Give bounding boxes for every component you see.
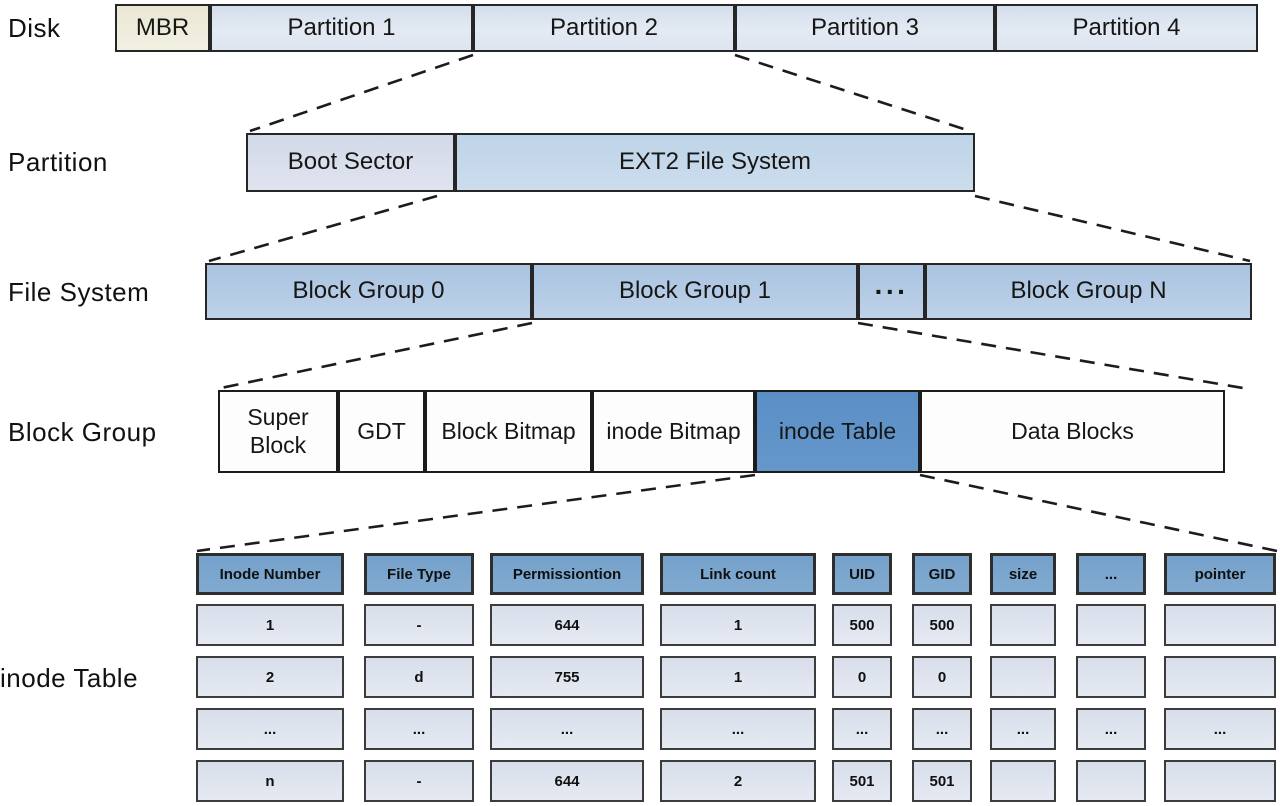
row-label-inode-table: inode Table [0, 663, 139, 693]
inode-col-header-size: size [990, 553, 1056, 595]
inode-col-header-pointer: pointer [1164, 553, 1276, 595]
connector-partition2-left [249, 53, 474, 133]
blockgroup-segment-inode-table: inode Table [755, 390, 920, 473]
row-label-disk: Disk [8, 13, 61, 43]
inode-col-header-ellipsis: ... [1076, 553, 1146, 595]
inode-col-header-inode-number: Inode Number [196, 553, 344, 595]
disk-segment-partition1: Partition 1 [210, 4, 473, 52]
blockgroup-segment-inode-bitmap: inode Bitmap [592, 390, 755, 473]
inode-cell [1164, 760, 1276, 802]
filesystem-segment-block-group-0: Block Group 0 [205, 263, 532, 320]
partition-segment-ext2: EXT2 File System [455, 133, 975, 192]
inode-col-header-file-type: File Type [364, 553, 474, 595]
disk-segment-mbr: MBR [115, 4, 210, 52]
inode-cell: ... [990, 708, 1056, 750]
inode-cell: ... [832, 708, 892, 750]
inode-cell [1164, 656, 1276, 698]
inode-cell: 500 [832, 604, 892, 646]
connector-ext2-right [974, 194, 1251, 263]
inode-cell: ... [196, 708, 344, 750]
inode-col-header-gid: GID [912, 553, 972, 595]
connector-ext2-left [208, 194, 438, 263]
inode-cell: ... [660, 708, 816, 750]
partition-segment-boot-sector: Boot Sector [246, 133, 455, 192]
inode-cell [990, 604, 1056, 646]
inode-cell: - [364, 760, 474, 802]
inode-cell: ... [490, 708, 644, 750]
row-label-partition: Partition [8, 147, 108, 177]
inode-cell: 1 [196, 604, 344, 646]
inode-cell: ... [1164, 708, 1276, 750]
inode-cell: 644 [490, 760, 644, 802]
row-label-file-system: File System [8, 277, 150, 307]
connector-inodetable-left [196, 473, 756, 553]
row-label-block-group: Block Group [8, 417, 157, 447]
filesystem-segment-ellipsis: ··· [858, 263, 925, 320]
inode-cell: - [364, 604, 474, 646]
inode-cell: ... [912, 708, 972, 750]
filesystem-segment-block-group-1: Block Group 1 [532, 263, 858, 320]
inode-cell [990, 656, 1056, 698]
inode-cell: 0 [832, 656, 892, 698]
inode-col-header-link-count: Link count [660, 553, 816, 595]
inode-col-header-uid: UID [832, 553, 892, 595]
inode-cell [1076, 760, 1146, 802]
blockgroup-segment-gdt: GDT [338, 390, 425, 473]
inode-cell: n [196, 760, 344, 802]
inode-cell: ... [1076, 708, 1146, 750]
inode-cell: 1 [660, 604, 816, 646]
inode-cell: 1 [660, 656, 816, 698]
blockgroup-segment-data-blocks: Data Blocks [920, 390, 1225, 473]
inode-cell: 755 [490, 656, 644, 698]
filesystem-segment-block-group-n: Block Group N [925, 263, 1252, 320]
inode-cell [1164, 604, 1276, 646]
inode-cell: 644 [490, 604, 644, 646]
inode-cell: 2 [660, 760, 816, 802]
connector-inodetable-right [919, 473, 1278, 553]
inode-cell [990, 760, 1056, 802]
disk-segment-partition2: Partition 2 [473, 4, 735, 52]
connector-blockgroup1-right [857, 321, 1244, 390]
inode-cell [1076, 604, 1146, 646]
inode-cell: ... [364, 708, 474, 750]
connector-blockgroup1-left [220, 321, 533, 390]
inode-col-header-permissiontion: Permissiontion [490, 553, 644, 595]
inode-cell: 500 [912, 604, 972, 646]
disk-segment-partition3: Partition 3 [735, 4, 995, 52]
connector-partition2-right [734, 53, 971, 133]
disk-segment-partition4: Partition 4 [995, 4, 1258, 52]
blockgroup-segment-block-bitmap: Block Bitmap [425, 390, 592, 473]
inode-cell: 0 [912, 656, 972, 698]
blockgroup-segment-super-block: Super Block [218, 390, 338, 473]
inode-cell: 2 [196, 656, 344, 698]
inode-cell: 501 [832, 760, 892, 802]
inode-cell: d [364, 656, 474, 698]
inode-cell [1076, 656, 1146, 698]
inode-cell: 501 [912, 760, 972, 802]
